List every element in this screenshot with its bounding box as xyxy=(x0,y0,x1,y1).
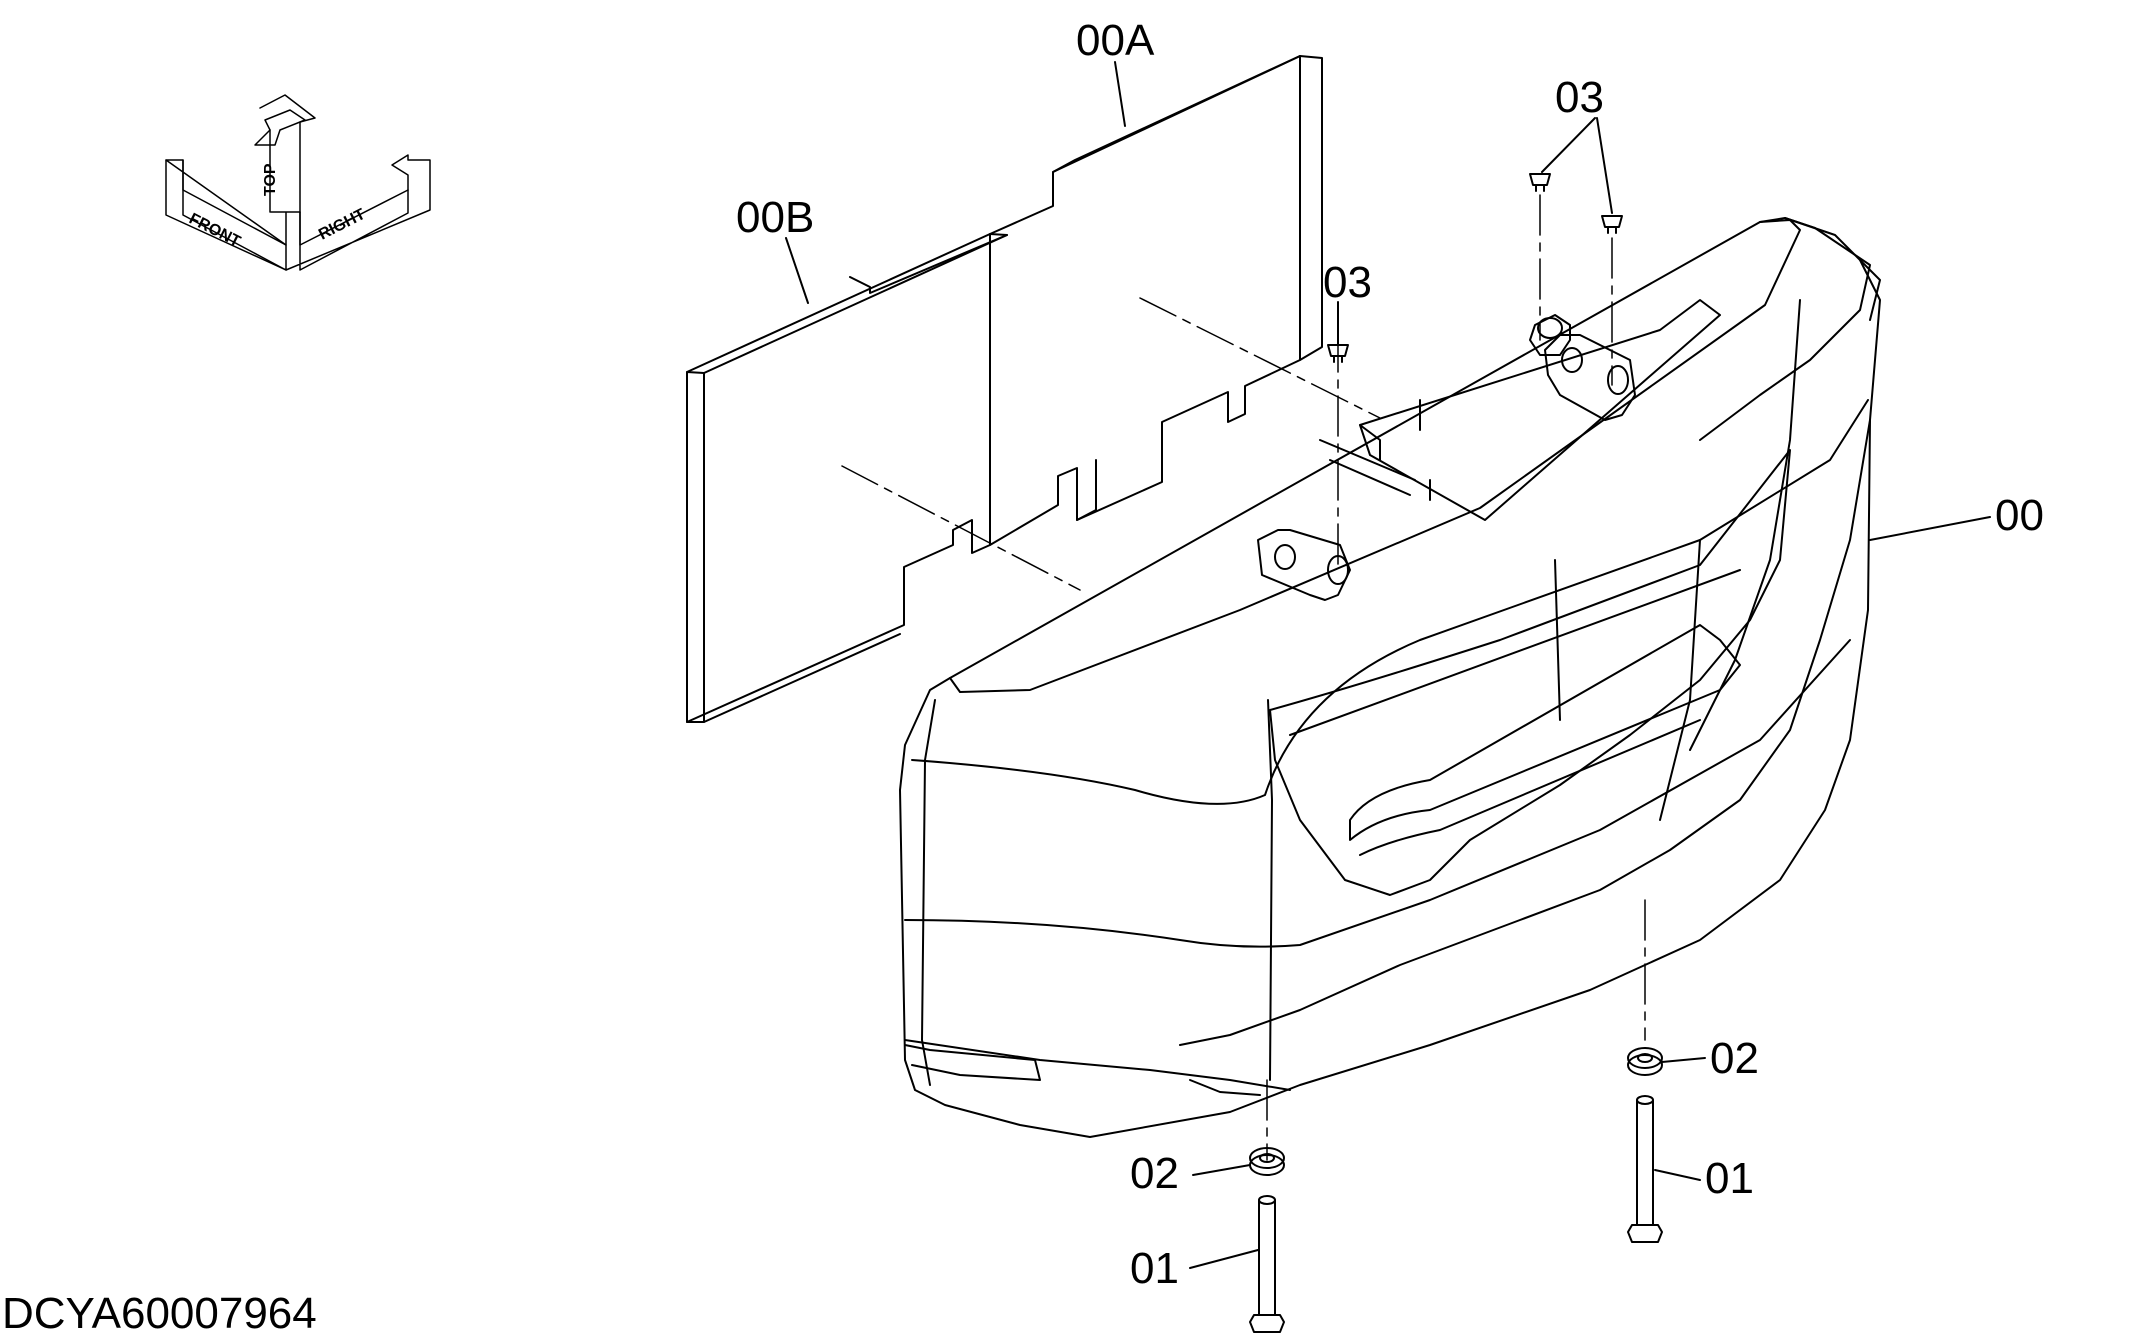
orientation-top-label: TOP xyxy=(262,163,279,196)
counterweight-body-00 xyxy=(899,217,1881,1138)
callout-01-right: 01 xyxy=(1705,1154,1754,1203)
callout-03-lower: 03 xyxy=(1323,258,1372,307)
screw-03-right-b xyxy=(1601,215,1623,234)
weight-plate-00B xyxy=(686,233,1008,723)
washer-02-right xyxy=(1627,1047,1663,1076)
leader-lines xyxy=(785,61,1991,1269)
top-mounting-plate xyxy=(1319,299,1721,521)
bolt-01-left xyxy=(1249,1195,1285,1333)
lifting-lug-left xyxy=(1257,529,1351,601)
screw-03-right-a xyxy=(1529,173,1551,192)
weight-plate-00A xyxy=(989,55,1323,546)
callout-00A: 00A xyxy=(1076,16,1155,65)
bolt-01-right xyxy=(1627,1095,1663,1243)
drawing-code: DCYA60007964 xyxy=(2,1289,317,1335)
part-callouts: 00A 00B 03 03 00 02 02 01 01 xyxy=(736,16,2044,1293)
callout-02-left: 02 xyxy=(1130,1149,1179,1198)
callout-02-right: 02 xyxy=(1710,1034,1759,1083)
callout-00B: 00B xyxy=(736,193,814,242)
callout-00: 00 xyxy=(1995,491,2044,540)
screw-03-left xyxy=(1327,344,1349,363)
orientation-indicator xyxy=(165,94,431,271)
orientation-front-label: FRONT xyxy=(186,210,243,250)
lifting-lug-right xyxy=(1529,314,1636,421)
callout-01-left: 01 xyxy=(1130,1244,1179,1293)
center-lines xyxy=(841,194,1646,1161)
callout-03-upper: 03 xyxy=(1555,73,1604,122)
